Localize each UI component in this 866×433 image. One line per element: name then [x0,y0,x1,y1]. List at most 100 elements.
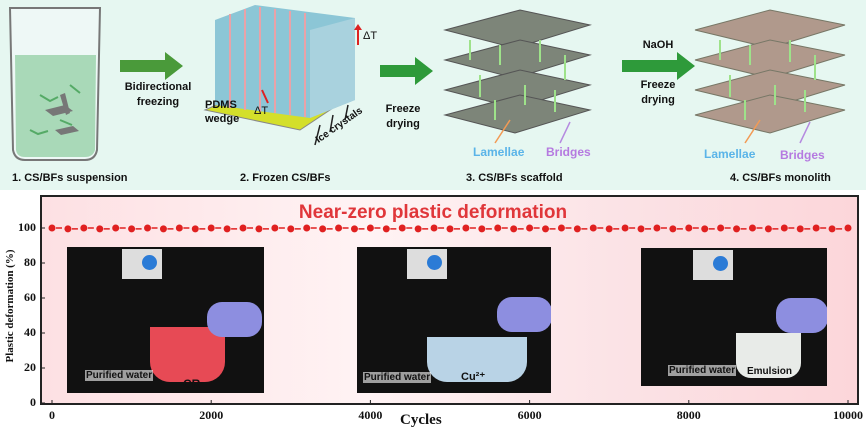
data-point [239,224,247,232]
data-point [748,224,756,232]
label-line: Bidirectional [124,81,192,93]
data-point [398,224,406,232]
data-point [844,224,852,232]
data-point [478,225,486,233]
data-point [382,225,390,233]
label-line: Freeze [385,103,421,115]
data-point [812,224,820,232]
x-tick-label: 4000 [358,408,383,422]
dish [427,337,527,382]
chart-marks [40,224,852,405]
data-point [446,225,454,233]
photo-cu: Purified water Cu²⁺ [357,247,551,393]
label-line: drying [386,118,420,130]
delta-t-label-2: ΔT [254,105,269,117]
data-point [303,224,311,232]
data-point [175,224,183,232]
data-point [510,225,518,233]
y-tick-label: 20 [24,360,36,374]
x-tick-label: 6000 [517,408,542,422]
data-point [780,224,788,232]
data-point [207,224,215,232]
data-point [191,225,199,233]
dish [736,333,801,378]
label-line: Freeze [640,79,676,91]
data-point [462,224,470,232]
photo-label-left: Purified water [85,370,154,381]
data-point [319,225,327,233]
arrow-icon [622,52,695,80]
data-point [287,225,295,233]
naoh-label: NaOH [642,39,674,51]
schematic [8,5,846,161]
pump-icon [693,250,733,280]
bidirectional-freezing-label: Bidirectional freezing [118,80,198,110]
data-point [223,225,231,233]
freeze-drying-label-2: Freeze drying [628,78,688,108]
x-tick-label: 10000 [833,408,863,422]
monolith [694,9,846,134]
label-line: drying [641,94,675,106]
photo-label-right: Emulsion [747,366,793,377]
lamellae-label: Lamellae [473,145,525,159]
data-point [430,224,438,232]
beaker-icon [8,7,102,161]
data-point [605,225,613,233]
scaffold [443,9,592,134]
x-tick-label: 8000 [676,408,701,422]
photo-label-right: CR [183,377,201,391]
data-point [653,224,661,232]
y-tick-label: 60 [24,290,36,304]
data-point [128,225,136,233]
x-tick-label: 0 [49,408,55,422]
pump-icon [407,249,447,279]
photo-label-left: Purified water [668,365,737,376]
data-point [335,224,343,232]
data-point [764,225,772,233]
data-point [669,225,677,233]
pump-icon [122,249,162,279]
x-tick-label: 2000 [199,408,224,422]
freeze-drying-label: Freeze drying [378,102,428,132]
data-point [526,224,534,232]
y-tick-label: 80 [24,255,36,269]
data-point [366,224,374,232]
chart-title: Near-zero plastic deformation [298,202,568,223]
dish [150,327,225,382]
data-point [255,225,263,233]
data-point [96,225,104,233]
data-point [112,224,120,232]
label-line: PDMS [205,99,237,111]
step-4-label: 4. CS/BFs monolith [730,172,831,184]
data-point [717,224,725,232]
bridges-label: Bridges [546,145,591,159]
step-3-label: 3. CS/BFs scaffold [466,172,563,184]
bridges-label-2: Bridges [780,148,825,162]
arrow-icon [380,57,433,85]
frozen-block [203,5,362,146]
data-point [637,225,645,233]
glove [207,302,262,337]
y-tick-label: 100 [18,220,36,234]
photo-label-right: Cu²⁺ [461,371,486,383]
data-point [796,225,804,233]
step-2-label: 2. Frozen CS/BFs [240,172,331,184]
data-point [733,225,741,233]
data-point [494,224,502,232]
plot-panel: Near-zero plastic deformation Plastic de… [0,190,866,433]
data-point [542,225,550,233]
label-line: freezing [136,96,180,108]
data-point [271,224,279,232]
photo-emulsion: Purified water Emulsion [641,248,827,386]
data-point [48,224,56,232]
data-point [64,225,72,233]
glove [497,297,551,332]
data-point [557,224,565,232]
data-point [350,225,358,233]
data-point [701,225,709,233]
lamellae-label-2: Lamellae [704,147,756,161]
step-1-label: 1. CS/BFs suspension [12,172,128,184]
data-point [621,224,629,232]
y-tick-label: 40 [24,325,36,339]
